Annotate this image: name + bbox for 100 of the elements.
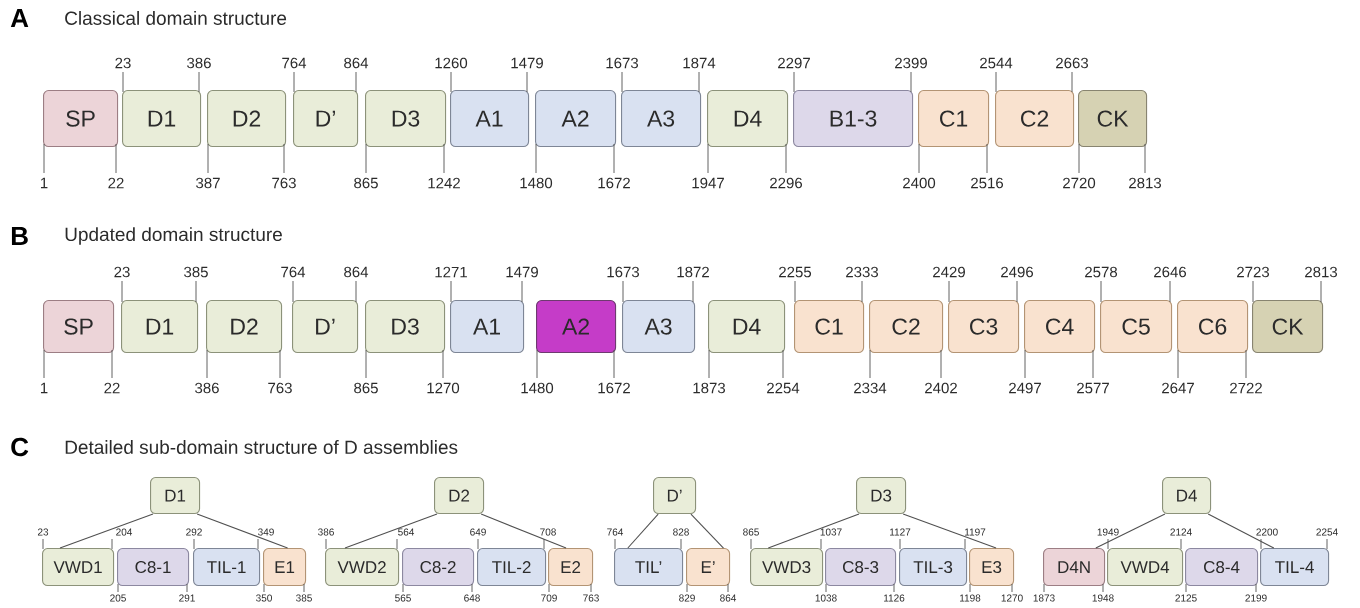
connector-line [767,513,860,549]
domain-box: VWD3 [750,548,824,587]
domain-box: C8-4 [1185,548,1259,587]
domain-box: C5 [1100,300,1173,354]
position-number: 2400 [903,177,936,189]
position-number: 763 [272,177,296,189]
position-number: 1480 [521,382,554,394]
position-number: 1673 [607,266,640,278]
domain-box: E3 [969,548,1015,587]
domain-box: D4 [1162,477,1212,515]
domain-box: SP [43,90,119,148]
domain-box: D’ [653,477,697,515]
domain-box: SP [43,300,115,354]
position-number: 1672 [598,177,630,189]
position-number: 1872 [677,266,709,278]
position-number: 2577 [1077,382,1109,394]
connector-line [1207,513,1275,549]
position-number: 2297 [778,57,810,69]
position-number: 649 [470,528,486,536]
connector-line [690,513,725,549]
domain-box: C1 [918,90,990,148]
position-number: 386 [187,57,211,69]
domain-box: E2 [548,548,594,587]
position-number: 2663 [1056,57,1089,69]
position-number: 1874 [683,57,716,69]
position-number: 1480 [520,177,553,189]
domain-box: D3 [365,90,447,148]
domain-box: D1 [121,300,199,354]
connector-line [196,513,289,549]
position-number: 2255 [779,266,812,278]
domain-box: D4 [708,300,786,354]
position-number: 1260 [435,57,468,69]
domain-box: D2 [206,300,283,354]
connector-line [1095,513,1166,549]
position-number: 1270 [1001,594,1023,602]
position-number: 1 [41,177,48,189]
panel-letter: C [11,437,29,457]
position-number: 1948 [1092,594,1114,602]
panel-title: Classical domain structure [65,11,287,25]
position-number: 350 [256,594,272,602]
position-number: 2296 [770,177,803,189]
connector-line [627,513,659,549]
position-number: 1127 [890,528,911,536]
domain-box: C2 [995,90,1075,148]
domain-box: CK [1252,300,1324,354]
position-number: 864 [720,594,737,602]
position-number: 2647 [1162,382,1194,394]
domain-box: C4 [1024,300,1096,354]
domain-box: D1 [122,90,202,148]
position-number: 829 [679,594,695,602]
position-number: 2200 [1256,528,1278,536]
domain-box: A3 [621,90,702,148]
position-number: 2722 [1230,382,1262,394]
domain-box: C6 [1177,300,1249,354]
position-number: 386 [195,382,219,394]
connector-line [480,513,567,549]
position-number: 2254 [767,382,800,394]
panel-letter: A [10,9,29,27]
domain-box: D’ [293,90,359,148]
position-number: 387 [196,177,220,189]
panel-title: Updated domain structure [65,227,282,245]
position-number: 1037 [820,528,842,536]
domain-box: D4 [707,90,789,148]
panel-title: Detailed sub-domain structure of D assemblies [65,440,458,454]
position-number: 764 [607,528,624,536]
position-number: 1949 [1097,528,1119,536]
position-number: 2723 [1237,266,1270,278]
position-number: 2497 [1009,382,1041,394]
domain-box: VWD1 [42,548,115,587]
position-number: 2496 [1001,266,1034,278]
position-number: 1271 [435,266,467,278]
position-number: 2813 [1305,266,1338,278]
connector-line [59,513,154,549]
position-number: 291 [179,594,195,602]
position-number: 385 [184,266,208,278]
domain-box: D3 [856,477,907,515]
position-number: 1270 [427,382,460,394]
domain-box: A2 [536,300,617,354]
position-number: 2399 [895,57,927,69]
position-number: 1479 [506,266,538,278]
position-number: 1873 [1033,594,1055,602]
position-number: 23 [114,266,130,278]
position-number: 763 [583,594,599,602]
position-number: 1673 [606,57,639,69]
position-number: 565 [395,594,411,602]
domain-box: D4N [1043,548,1106,587]
domain-box: D3 [365,300,446,354]
position-number: 2254 [1316,528,1338,536]
position-number: 864 [344,266,369,278]
domain-box: C8-3 [825,548,897,587]
domain-box: A3 [622,300,696,354]
position-number: 1197 [965,528,986,536]
position-number: 1479 [511,57,543,69]
position-number: 865 [354,382,378,394]
position-number: 1198 [960,594,981,602]
position-number: 828 [673,528,689,536]
position-number: 205 [110,594,126,602]
domain-box: C8-1 [117,548,190,587]
position-number: 1242 [428,177,460,189]
position-number: 2402 [925,382,957,394]
